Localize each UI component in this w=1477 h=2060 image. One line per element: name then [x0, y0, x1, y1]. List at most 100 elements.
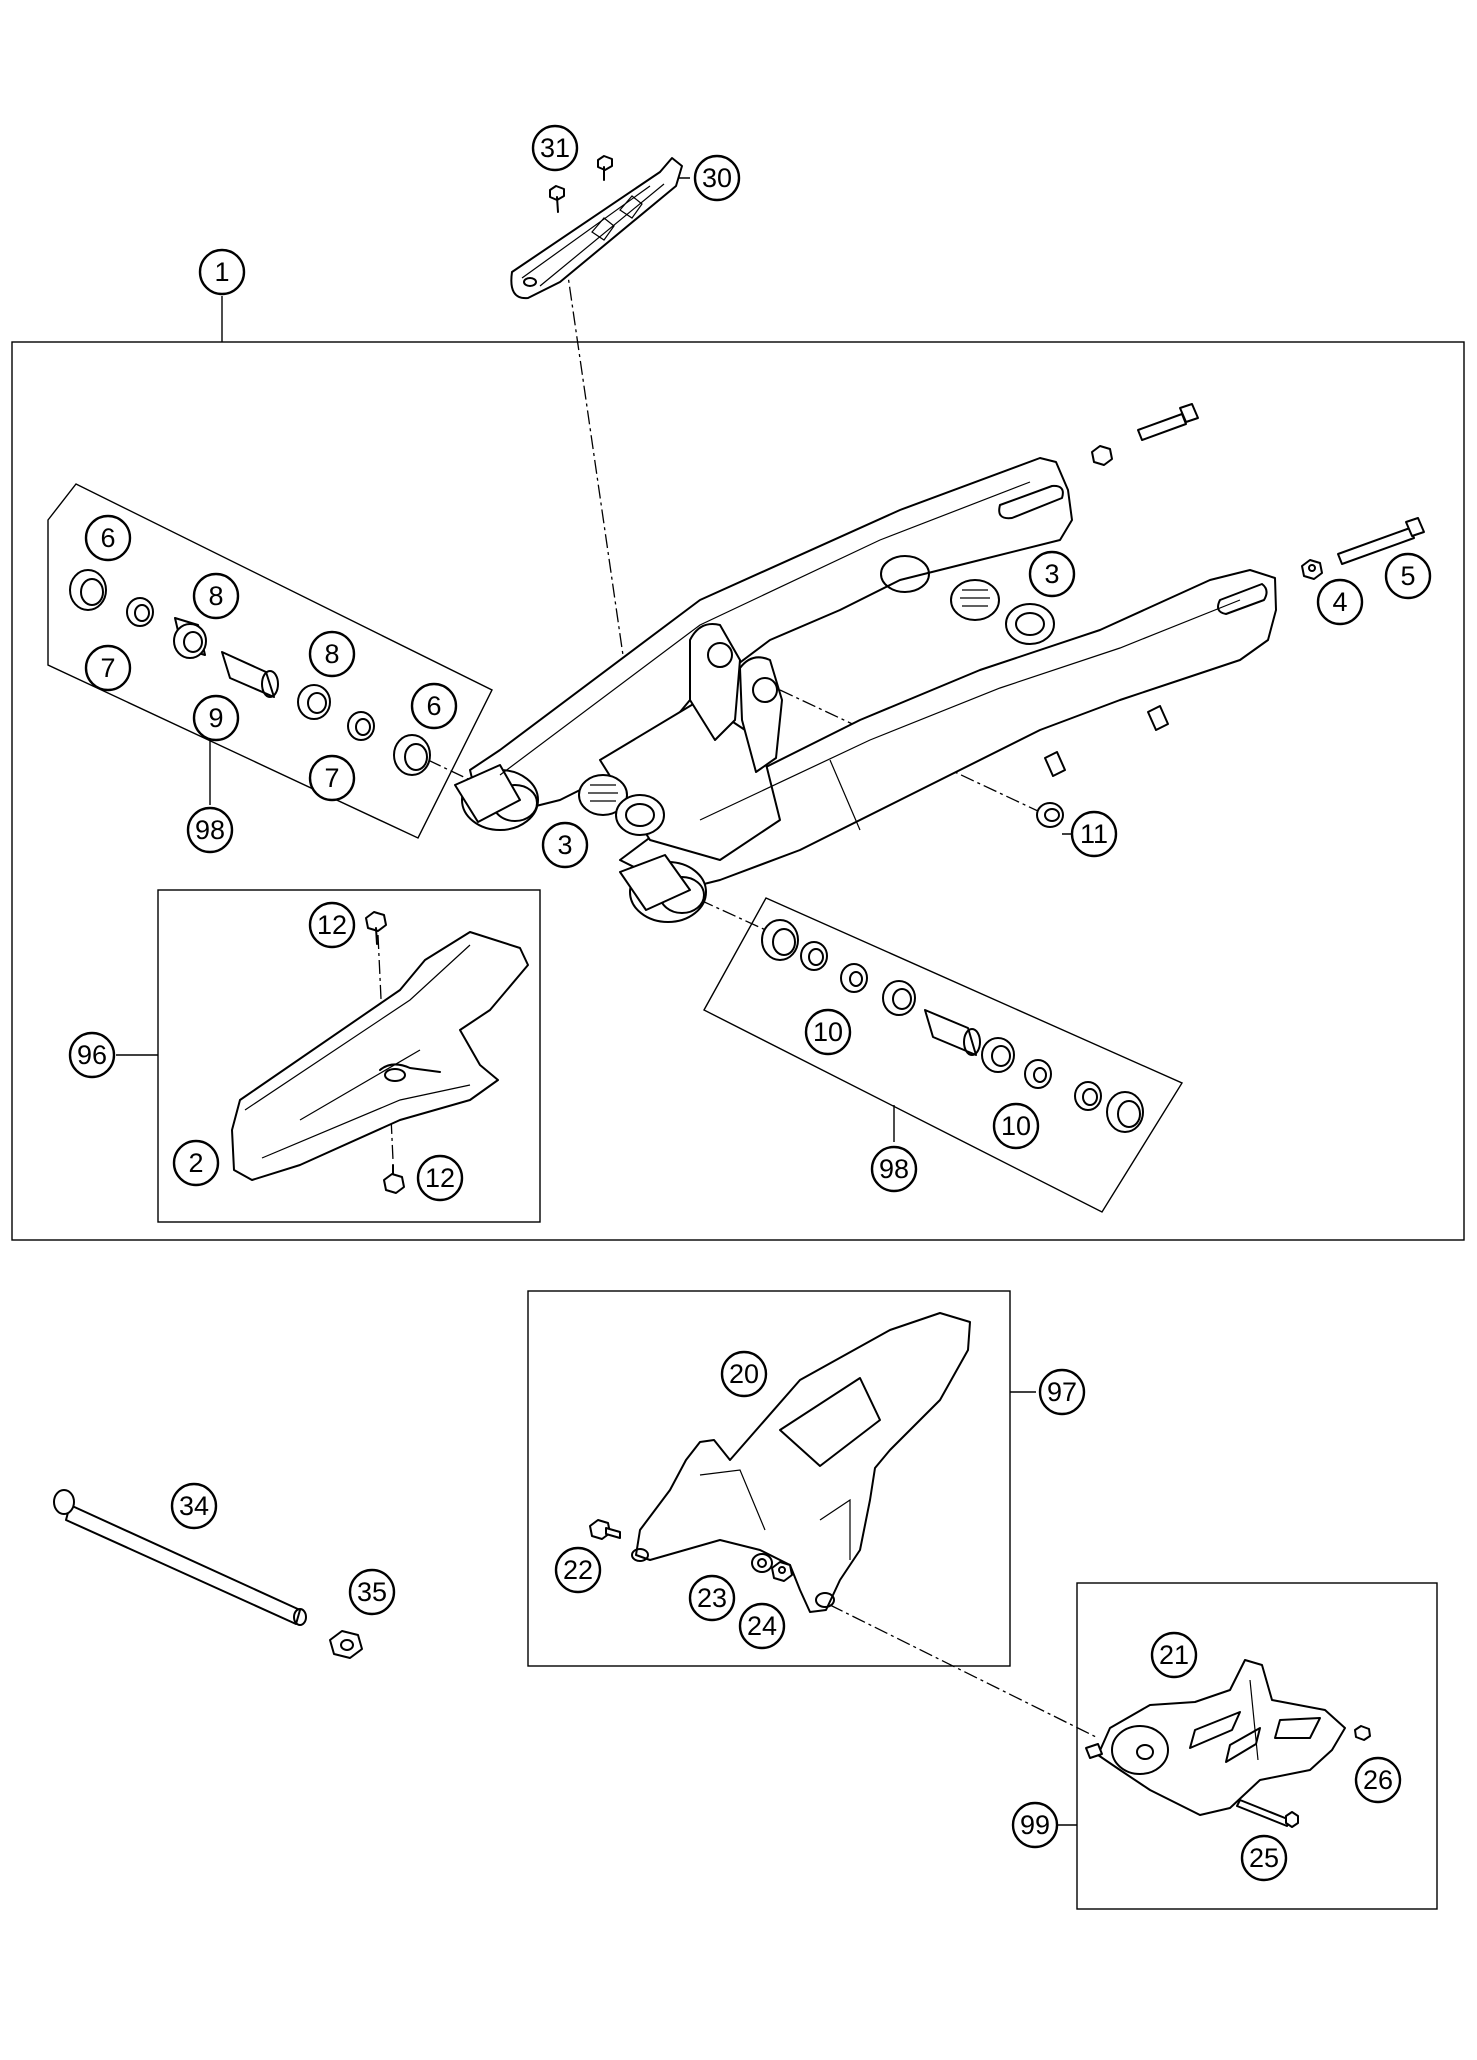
callout-8-left-top: 8 — [192, 572, 240, 620]
svg-text:12: 12 — [425, 1163, 455, 1193]
nut-35 — [329, 1630, 363, 1659]
callout-7-left-top: 7 — [84, 644, 132, 692]
nut-26 — [1354, 1725, 1371, 1741]
bolt-22 — [589, 1519, 621, 1540]
callout-3-lower: 3 — [541, 821, 589, 869]
chain-guide-frame — [1076, 1582, 1438, 1910]
svg-text:34: 34 — [179, 1491, 209, 1521]
cap-3-lower — [578, 774, 665, 836]
callout-12-bottom: 12 — [416, 1154, 464, 1202]
callout-9: 9 — [192, 694, 240, 742]
svg-text:98: 98 — [195, 815, 225, 845]
svg-text:26: 26 — [1363, 1765, 1393, 1795]
chain-slider-pad — [510, 157, 683, 300]
svg-text:31: 31 — [540, 133, 570, 163]
svg-text:11: 11 — [1080, 819, 1108, 849]
swingarm — [454, 457, 1277, 923]
svg-text:21: 21 — [1159, 1640, 1189, 1670]
svg-text:1: 1 — [214, 257, 229, 287]
dash-chain-slider-mount — [565, 261, 627, 677]
dash-pivot-axis-right — [699, 899, 771, 933]
cap-3-upper — [950, 579, 1055, 645]
svg-text:4: 4 — [1332, 587, 1347, 617]
callout-5: 5 — [1384, 552, 1432, 600]
callout-34: 34 — [170, 1482, 218, 1530]
callout-98-left: 98 — [186, 806, 234, 854]
svg-text:35: 35 — [357, 1577, 387, 1607]
screw-12-bottom — [383, 1164, 405, 1194]
dash-guard-to-guide — [829, 1604, 1099, 1739]
callout-98-right: 98 — [870, 1145, 918, 1193]
callout-22: 22 — [554, 1546, 602, 1594]
callout-6-left-bottom: 6 — [410, 682, 458, 730]
callout-24: 24 — [738, 1602, 786, 1650]
callout-23: 23 — [688, 1574, 736, 1622]
callout-10-right: 10 — [992, 1102, 1040, 1150]
callout-31: 31 — [531, 124, 579, 172]
plug-11 — [1036, 802, 1064, 828]
callout-1: 1 — [198, 248, 246, 296]
callout-12-top: 12 — [308, 901, 356, 949]
axle-34 — [53, 1489, 307, 1626]
callout-20: 20 — [720, 1350, 768, 1398]
main-assembly-frame — [11, 341, 1465, 1241]
svg-text:7: 7 — [100, 653, 115, 683]
svg-text:10: 10 — [1001, 1111, 1031, 1141]
callout-21: 21 — [1150, 1631, 1198, 1679]
svg-text:25: 25 — [1249, 1843, 1279, 1873]
svg-text:24: 24 — [747, 1611, 777, 1641]
svg-text:96: 96 — [77, 1040, 107, 1070]
svg-text:6: 6 — [426, 691, 441, 721]
callout-2: 2 — [172, 1139, 220, 1187]
callout-97: 97 — [1038, 1368, 1086, 1416]
chain-slider — [231, 931, 529, 1181]
washer-23 — [751, 1553, 773, 1573]
svg-text:3: 3 — [557, 830, 572, 860]
chain-slider-frame — [157, 889, 541, 1223]
svg-text:6: 6 — [100, 523, 115, 553]
callout-30: 30 — [693, 154, 741, 202]
callout-35: 35 — [348, 1568, 396, 1616]
callout-26: 26 — [1354, 1756, 1402, 1804]
svg-text:12: 12 — [317, 910, 347, 940]
dash-pivot-axis-left — [427, 759, 471, 781]
svg-text:22: 22 — [563, 1555, 593, 1585]
nut-4 — [1091, 445, 1323, 580]
svg-text:7: 7 — [324, 763, 339, 793]
bearing-kit-frame-right — [703, 897, 1184, 1213]
svg-text:98: 98 — [879, 1154, 909, 1184]
svg-text:10: 10 — [813, 1017, 843, 1047]
screw-31 — [549, 155, 613, 213]
svg-text:23: 23 — [697, 1583, 727, 1613]
chain-guard-frame — [527, 1290, 1011, 1667]
callout-11: 11 — [1070, 810, 1118, 858]
svg-text:30: 30 — [702, 163, 732, 193]
screw-12-top — [365, 911, 387, 945]
callout-8-left-mid: 8 — [308, 630, 356, 678]
nut-24 — [771, 1561, 793, 1582]
bearing-kit-right — [761, 919, 1144, 1133]
callout-10-left: 10 — [804, 1008, 852, 1056]
svg-text:97: 97 — [1047, 1377, 1077, 1407]
bolt-5 — [1137, 403, 1425, 565]
svg-text:99: 99 — [1020, 1810, 1050, 1840]
svg-text:5: 5 — [1400, 561, 1415, 591]
chain-guide — [1085, 1659, 1346, 1816]
svg-text:9: 9 — [208, 703, 223, 733]
bearing-kit-frame-left — [47, 483, 493, 839]
bearing-kit-left — [69, 569, 431, 776]
callout-4: 4 — [1316, 578, 1364, 626]
bolt-25 — [1236, 1799, 1299, 1828]
callout-99: 99 — [1011, 1801, 1059, 1849]
callout-3-upper: 3 — [1028, 550, 1076, 598]
svg-text:8: 8 — [324, 639, 339, 669]
callout-25: 25 — [1240, 1834, 1288, 1882]
callout-7-left-bottom: 7 — [308, 754, 356, 802]
svg-text:3: 3 — [1044, 559, 1059, 589]
callout-6-left-top: 6 — [84, 514, 132, 562]
chain-guard — [631, 1312, 971, 1613]
callout-96: 96 — [68, 1031, 116, 1079]
svg-text:2: 2 — [188, 1148, 203, 1178]
svg-text:8: 8 — [208, 581, 223, 611]
